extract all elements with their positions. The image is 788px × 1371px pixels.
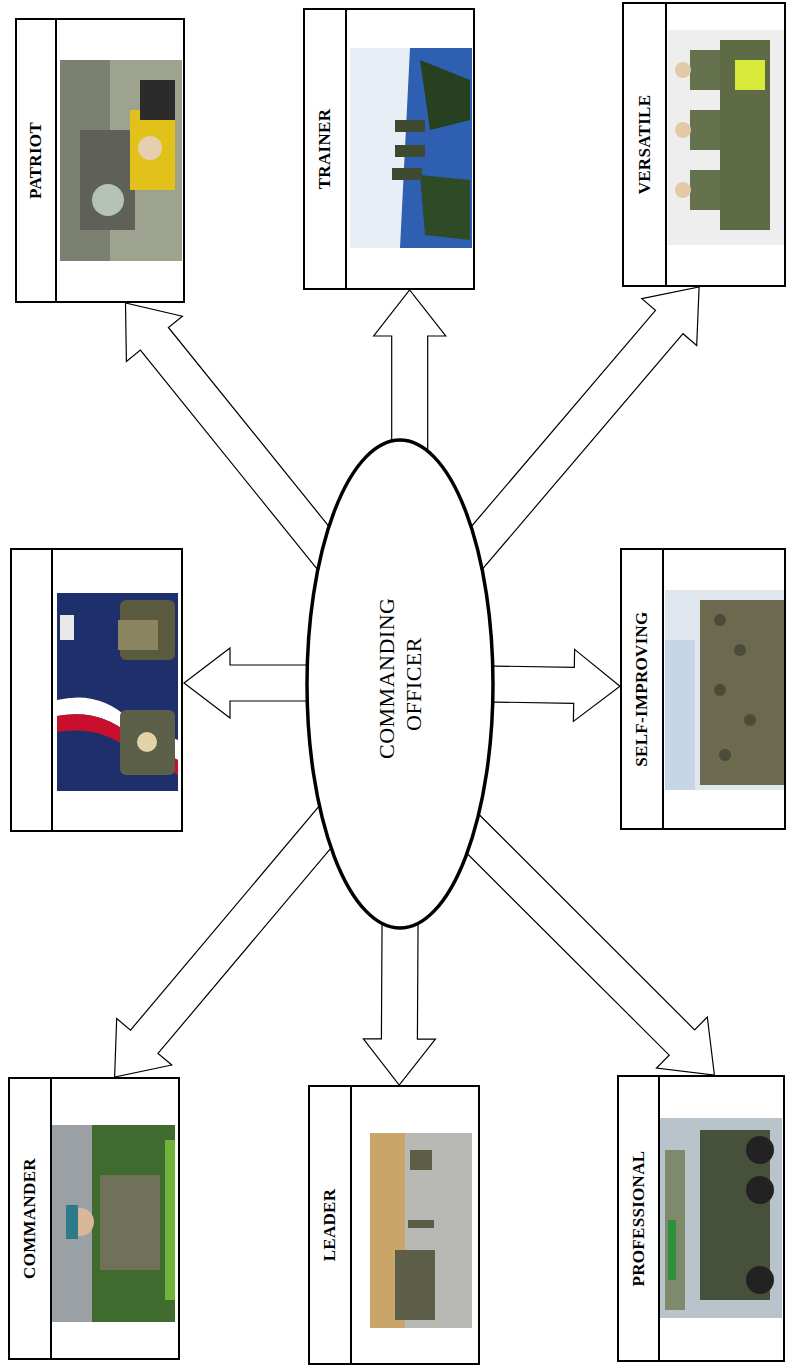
block-arrow	[363, 916, 435, 1085]
center-ellipse: COMMANDING OFFICER	[305, 438, 495, 930]
box-label: VERSATILE	[635, 95, 655, 195]
center-label: COMMANDING OFFICER	[373, 609, 428, 759]
rotated-text-holder: LEADER	[310, 1087, 350, 1363]
label-band: TRAINER	[305, 10, 347, 288]
label-band: SELF-IMPROVING	[622, 550, 664, 828]
block-arrow	[184, 648, 312, 718]
role-box: PROFESSIONAL	[617, 1075, 785, 1362]
rotated-text-holder: TRAINER	[305, 10, 345, 288]
photo-ceremony	[57, 593, 178, 791]
rotated-text-holder: PATRIOT	[17, 20, 55, 301]
rotated-text-holder: SELF-IMPROVING	[622, 550, 662, 828]
role-box: TRAINER	[303, 8, 475, 290]
role-box: COMMANDER	[8, 1077, 180, 1360]
block-arrow	[126, 303, 345, 568]
box-label: PATRIOT	[26, 122, 46, 199]
rotated-text-holder: COMMANDING OFFICER	[305, 438, 495, 930]
label-band: PATRIOT	[17, 20, 57, 301]
label-band: PROFESSIONAL	[619, 1077, 660, 1360]
photo-parade	[370, 1133, 472, 1328]
photo-trainer	[350, 48, 472, 248]
role-box: PATRIOT	[15, 18, 185, 303]
rotated-text-holder: COMMANDER	[10, 1079, 50, 1358]
block-arrow	[481, 649, 620, 721]
block-arrow	[115, 807, 347, 1077]
photo-patriot	[60, 60, 182, 261]
ellipse-outline	[305, 438, 495, 930]
role-box: SELF-IMPROVING	[620, 548, 786, 830]
rotated-text-holder: VERSATILE	[624, 4, 665, 285]
block-arrow	[456, 287, 699, 568]
plain-box	[11, 549, 182, 831]
box-label: TRAINER	[315, 109, 335, 190]
photo-commander	[52, 1125, 175, 1322]
block-arrow	[452, 813, 714, 1075]
label-band: VERSATILE	[624, 4, 667, 285]
box-label: COMMANDER	[20, 1158, 40, 1279]
photo-classroom	[665, 590, 785, 790]
photo-versatile	[668, 30, 786, 245]
box-label: LEADER	[320, 1189, 340, 1262]
label-band: COMMANDER	[10, 1079, 52, 1358]
block-arrow	[374, 290, 446, 453]
rotated-text-holder: PROFESSIONAL	[619, 1077, 658, 1360]
label-band: LEADER	[310, 1087, 352, 1363]
box-label: SELF-IMPROVING	[632, 611, 652, 766]
role-box: LEADER	[308, 1085, 480, 1365]
box-label: PROFESSIONAL	[629, 1151, 649, 1287]
photo-vehicle	[660, 1118, 782, 1318]
role-box: VERSATILE	[622, 2, 786, 287]
